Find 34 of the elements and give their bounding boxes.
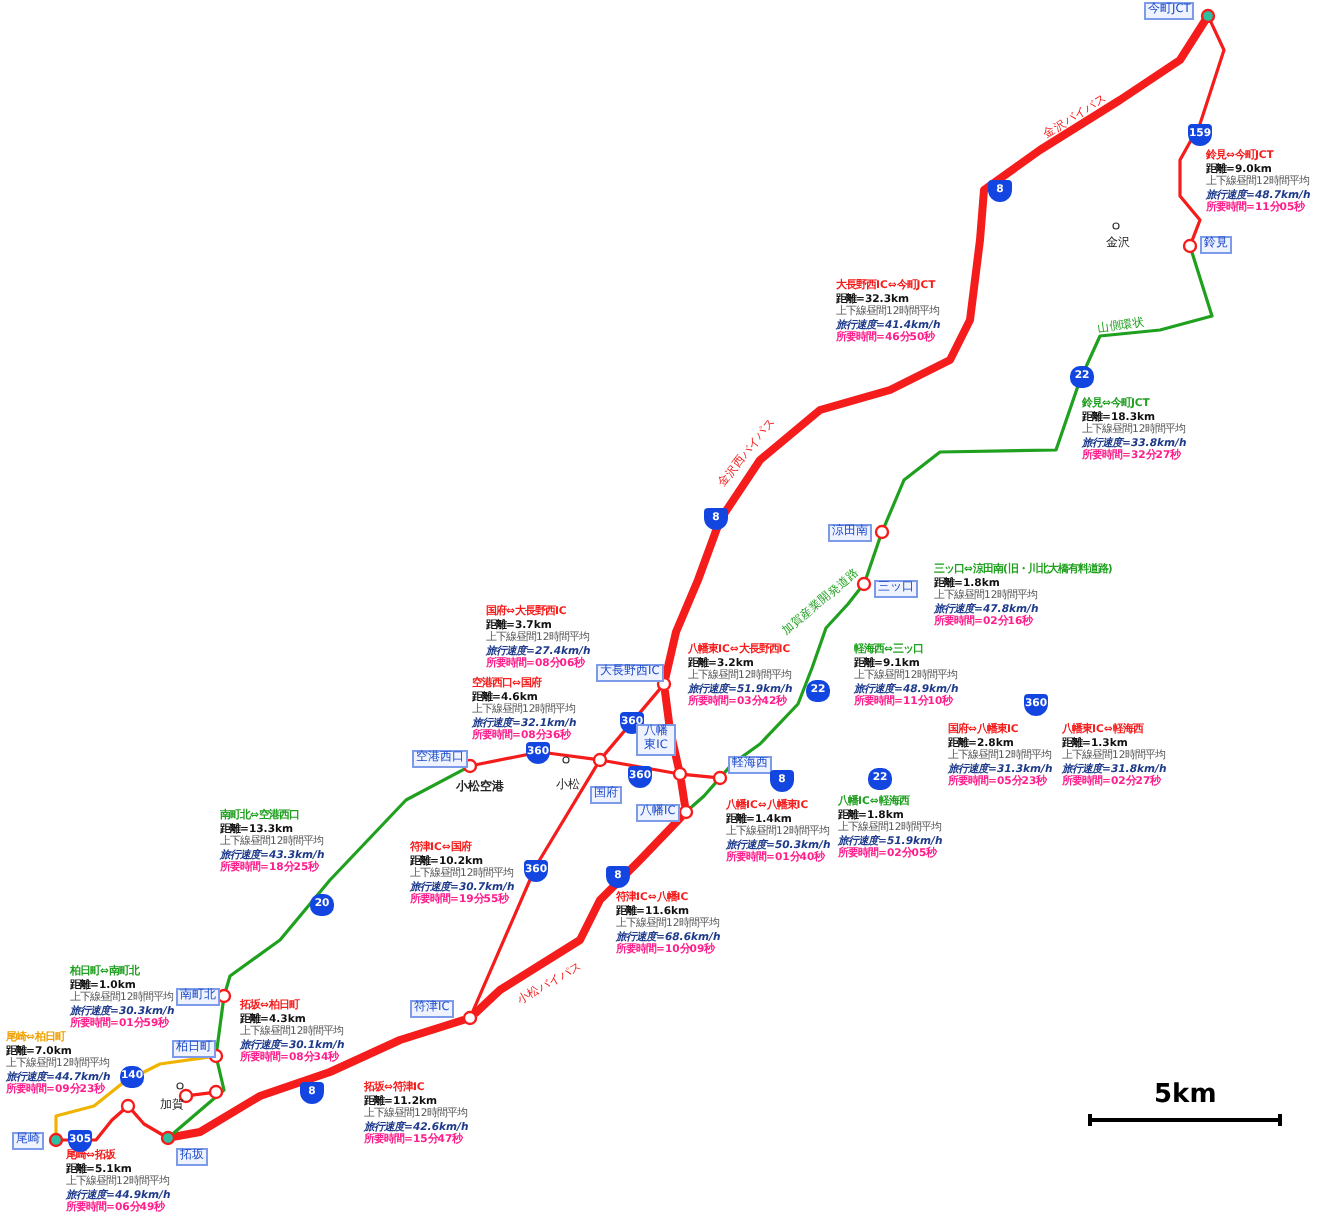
- interchange-marker: [712, 770, 728, 786]
- road-line: [191, 1091, 211, 1097]
- interchange-marker: [856, 576, 872, 592]
- interchange-marker: [672, 766, 688, 782]
- road-line: [171, 1061, 226, 1136]
- road-line: [173, 1016, 466, 1141]
- interchange-marker: [208, 1084, 224, 1100]
- road-line: [864, 537, 882, 579]
- road-line: [215, 1001, 225, 1051]
- road-line: [471, 813, 685, 1017]
- road-line: [130, 1109, 164, 1137]
- road-line: [660, 689, 683, 770]
- interchange-marker: [1182, 238, 1198, 254]
- road-line: [722, 587, 862, 775]
- road-line: [882, 251, 1214, 528]
- road-line: [689, 781, 718, 810]
- road-line: [470, 764, 599, 1014]
- road-line: [602, 687, 662, 757]
- road-line: [54, 1055, 211, 1134]
- road-line: [1178, 20, 1226, 241]
- interchange-marker: [160, 1130, 176, 1146]
- interchange-marker: [120, 1098, 136, 1114]
- road-line: [685, 773, 715, 779]
- interchange-marker: [462, 1010, 478, 1026]
- scale-label: 5km: [1154, 1080, 1217, 1110]
- interchange-marker: [1200, 8, 1216, 24]
- road-line: [605, 759, 675, 775]
- interchange-marker: [592, 752, 608, 768]
- road-line: [661, 18, 1209, 680]
- interchange-marker: [48, 1132, 64, 1148]
- interchange-marker: [874, 524, 890, 540]
- road-line: [224, 767, 466, 991]
- interchange-marker: [678, 804, 694, 820]
- road-line: [677, 779, 689, 807]
